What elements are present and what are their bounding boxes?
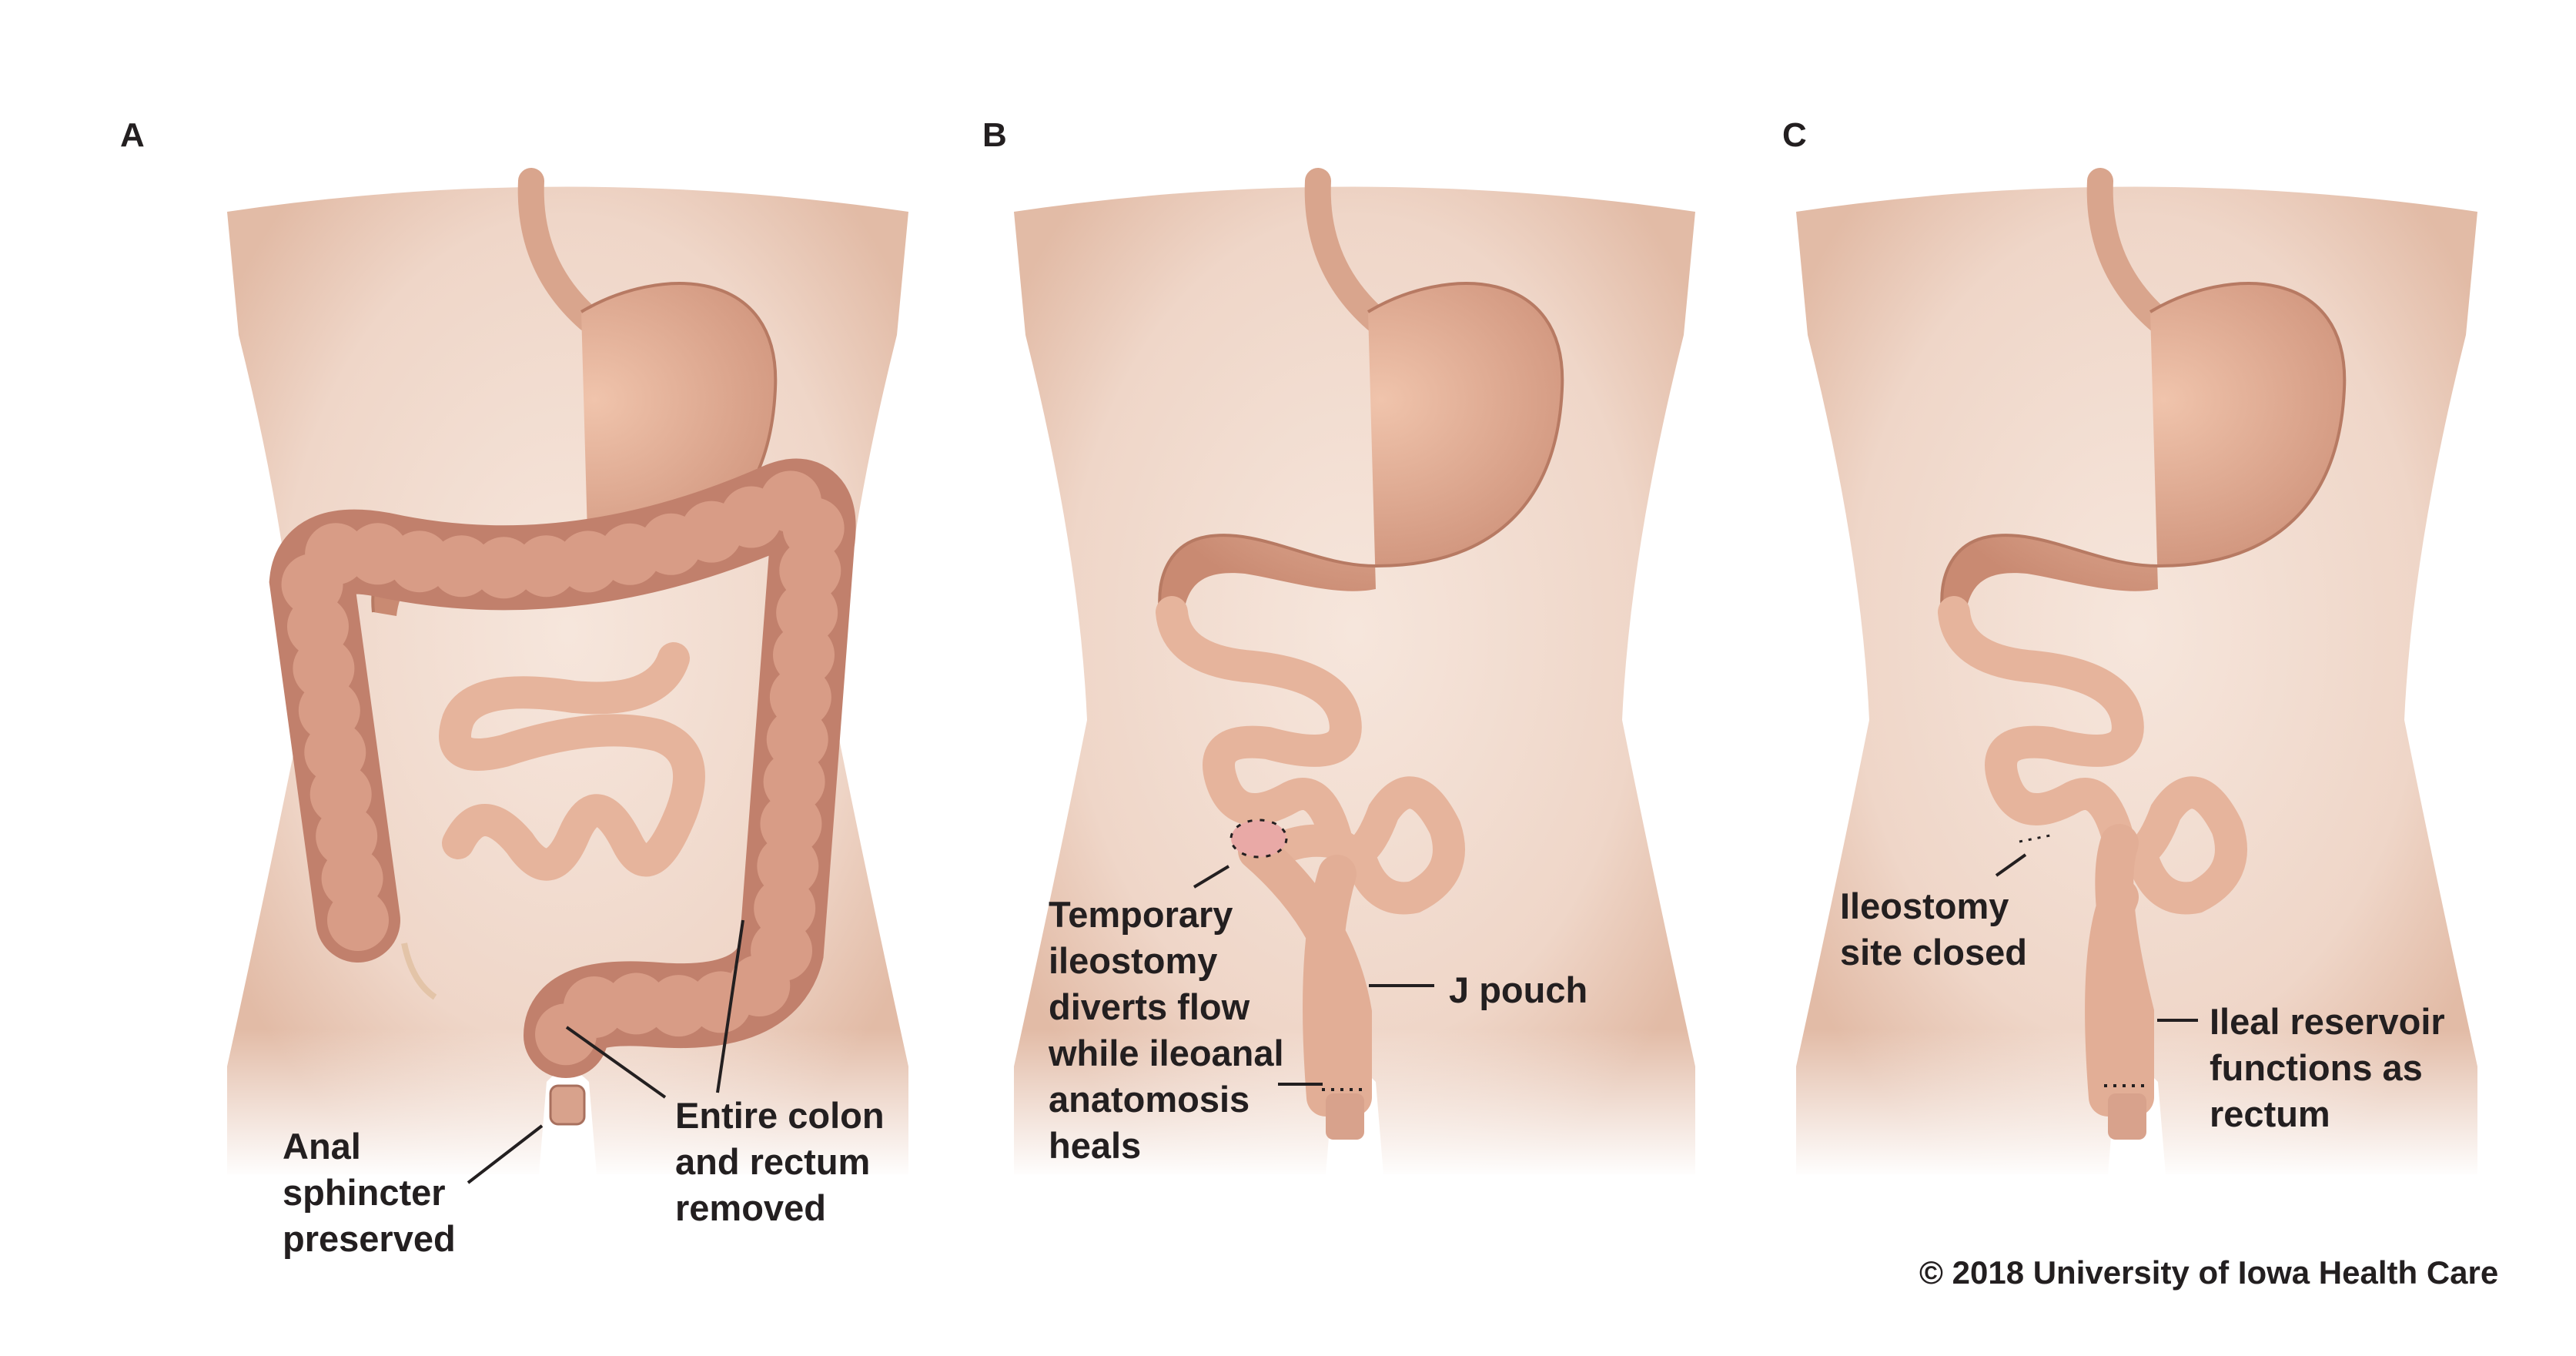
leader-colon-2 — [716, 919, 744, 1093]
leader-ileostomy — [1193, 865, 1230, 889]
label-line: while ileoanal — [1048, 1033, 1284, 1073]
label-colon-removed: Entire colon and rectum removed — [675, 1095, 885, 1228]
label-line: Anal — [283, 1126, 361, 1167]
anal-sphincter — [549, 1084, 586, 1126]
label-line: diverts flow — [1049, 986, 1250, 1027]
leader-anal-sphincter — [467, 1124, 544, 1184]
label-line: J pouch — [1449, 969, 1587, 1010]
label-anal-sphincter: Anal sphincter preserved — [283, 1126, 456, 1259]
label-ileostomy-closed: Ileostomy site closed — [1840, 886, 2027, 973]
label-line: Ileal reservoir — [2210, 1001, 2445, 1042]
j-pouch — [1238, 832, 1372, 1117]
label-line: ileostomy — [1049, 940, 1217, 981]
ileostomy-stoma — [1229, 819, 1288, 859]
panel-letter-a: A — [120, 116, 145, 154]
copyright-notice: © 2018 University of Iowa Health Care — [1919, 1254, 2498, 1291]
label-temporary-ileostomy: Temporary ileostomy diverts flow while i… — [1048, 894, 1284, 1166]
label-line: rectum — [2210, 1093, 2330, 1134]
label-line: sphincter — [283, 1172, 446, 1213]
panel-c — [1796, 181, 2477, 1178]
label-line: removed — [675, 1187, 826, 1228]
label-ileal-reservoir: Ileal reservoir functions as rectum — [2210, 1001, 2445, 1134]
label-line: site closed — [1840, 932, 2027, 973]
label-line: Ileostomy — [1840, 886, 2009, 926]
label-line: and rectum — [675, 1141, 870, 1182]
panel-letter-b: B — [982, 116, 1007, 154]
label-line: Temporary — [1049, 894, 1233, 935]
small-intestine-b — [1156, 596, 1465, 915]
label-line: anatomosis — [1049, 1079, 1250, 1120]
small-intestine-c — [1938, 596, 2247, 915]
leader-ileostomy-closed — [1995, 853, 2027, 877]
label-line: preserved — [283, 1218, 456, 1259]
label-line: heals — [1049, 1125, 1141, 1166]
panel-letter-c: C — [1782, 116, 1807, 154]
ileal-reservoir — [2085, 824, 2154, 1117]
leader-colon-1 — [565, 1026, 667, 1099]
label-line: functions as — [2210, 1047, 2423, 1088]
panel-b — [1014, 181, 1695, 1178]
panel-a — [227, 181, 908, 1178]
label-line: Entire colon — [675, 1095, 885, 1136]
small-intestine-a — [439, 642, 705, 881]
label-j-pouch: J pouch — [1449, 969, 1587, 1010]
